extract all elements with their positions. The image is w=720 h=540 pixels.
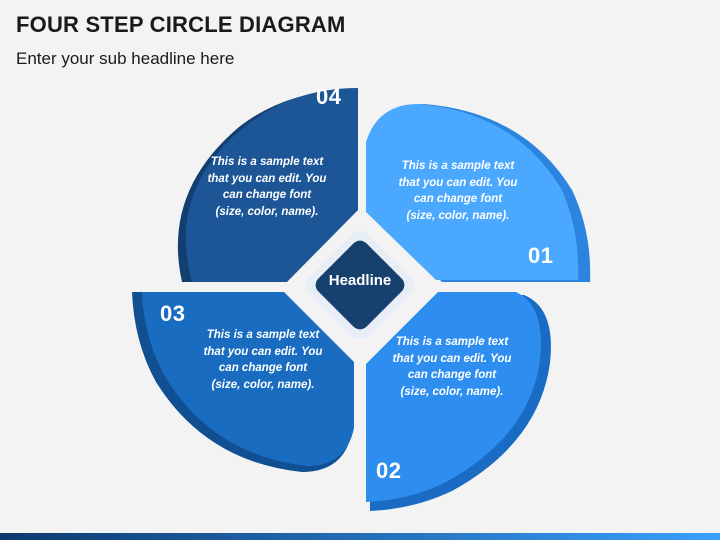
step-04-petal[interactable] <box>185 88 358 282</box>
step-02-text: This is a sample text that you can edit.… <box>392 336 512 399</box>
center-headline: Headline <box>328 272 392 289</box>
step-03-number: 03 <box>160 301 186 326</box>
page-subtitle: Enter your sub headline here <box>16 49 235 68</box>
step-03-text: This is a sample text that you can edit.… <box>203 329 323 392</box>
step-01-petal[interactable] <box>366 104 579 280</box>
step-01-number: 01 <box>528 243 554 268</box>
step-02-number: 02 <box>376 458 402 483</box>
step-01-text: This is a sample text that you can edit.… <box>398 160 518 223</box>
page-title: FOUR STEP CIRCLE DIAGRAM <box>16 12 346 37</box>
step-03-petal[interactable] <box>142 292 354 466</box>
step-02-petal[interactable] <box>366 292 541 502</box>
step-04-number: 04 <box>316 84 342 109</box>
center-diamond[interactable] <box>312 237 408 333</box>
step-04-text: This is a sample text that you can edit.… <box>207 156 327 219</box>
footer-bar <box>0 533 720 540</box>
